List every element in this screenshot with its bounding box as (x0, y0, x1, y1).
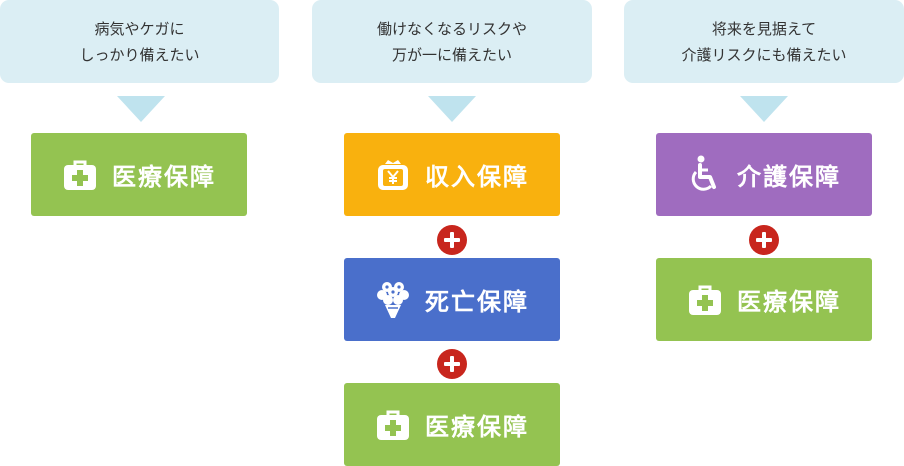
coverage-box-medical: 医療保障 (656, 258, 872, 341)
down-arrow-icon (740, 96, 788, 122)
flower-bouquet-icon (375, 280, 411, 320)
need-text-line: 働けなくなるリスクや (376, 19, 527, 38)
coverage-label: 医療保障 (112, 163, 216, 191)
coverage-box-medical: 医療保障 (344, 383, 560, 466)
coverage-label: 医療保障 (425, 413, 529, 441)
need-text-line: 万が一に備えたい (391, 45, 512, 64)
need-text-line: 病気やケガに (94, 19, 185, 38)
coverage-box-nursing: 介護保障 (656, 133, 872, 216)
medical-bag-icon (375, 405, 411, 445)
need-bubble-2: 働けなくなるリスクや 万が一に備えたい (312, 0, 592, 83)
need-bubble-3: 将来を見据えて 介護リスクにも備えたい (624, 0, 904, 83)
coverage-label: 収入保障 (425, 163, 529, 191)
coverage-label: 死亡保障 (425, 288, 529, 316)
yen-wallet-icon (375, 155, 411, 195)
need-bubble-1: 病気やケガに しっかり備えたい (0, 0, 279, 83)
coverage-label: 医療保障 (737, 288, 841, 316)
down-arrow-icon (428, 96, 476, 122)
coverage-label: 介護保障 (737, 163, 841, 191)
medical-bag-icon (687, 280, 723, 320)
down-arrow-icon (117, 96, 165, 122)
medical-bag-icon (62, 155, 98, 195)
coverage-box-medical: 医療保障 (31, 133, 247, 216)
plus-icon (749, 225, 779, 255)
need-text-line: 将来を見据えて (711, 19, 817, 38)
plus-icon (437, 349, 467, 379)
need-text-line: しっかり備えたい (79, 45, 200, 64)
wheelchair-icon (687, 155, 723, 195)
coverage-box-income: 収入保障 (344, 133, 560, 216)
need-text-line: 介護リスクにも備えたい (681, 45, 847, 64)
plus-icon (437, 225, 467, 255)
coverage-box-death: 死亡保障 (344, 258, 560, 341)
